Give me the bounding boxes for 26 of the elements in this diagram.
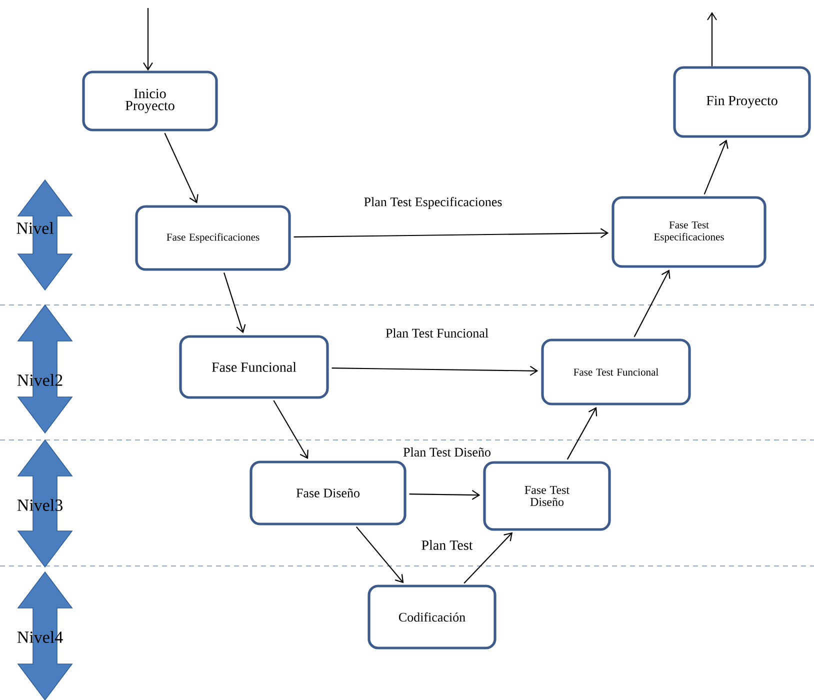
process-box: Codificación [368, 584, 496, 650]
arrow [356, 526, 404, 584]
arrow [634, 270, 670, 338]
arrow [464, 532, 513, 584]
arrow [704, 140, 728, 195]
arrow [566, 407, 598, 460]
arrow [224, 272, 246, 334]
process-box: Fase Test Funcional [541, 338, 691, 406]
process-box: Inicio Proyecto [82, 70, 218, 132]
process-box: Fase Test Especificaciones [612, 196, 766, 268]
arrow [707, 12, 717, 66]
process-box: Fase Diseño [250, 460, 406, 526]
arrow [164, 132, 198, 204]
arrow [294, 228, 609, 238]
edge-label: Plan Test Diseño [402, 446, 492, 458]
arrow [409, 490, 480, 500]
note-label: Plan Test [422, 540, 473, 550]
arrow [332, 366, 538, 376]
edge-label: Plan Test Especificaciones [362, 196, 504, 210]
process-box: Fase Test Diseño [483, 461, 611, 531]
process-box: Fase Funcional [179, 335, 329, 399]
process-box: Fin Proyecto [673, 66, 811, 138]
edge-label: Plan Test Funcional [384, 327, 490, 339]
arrow [143, 8, 153, 71]
arrow [273, 400, 308, 459]
process-box: Fase Especificaciones [135, 205, 291, 271]
